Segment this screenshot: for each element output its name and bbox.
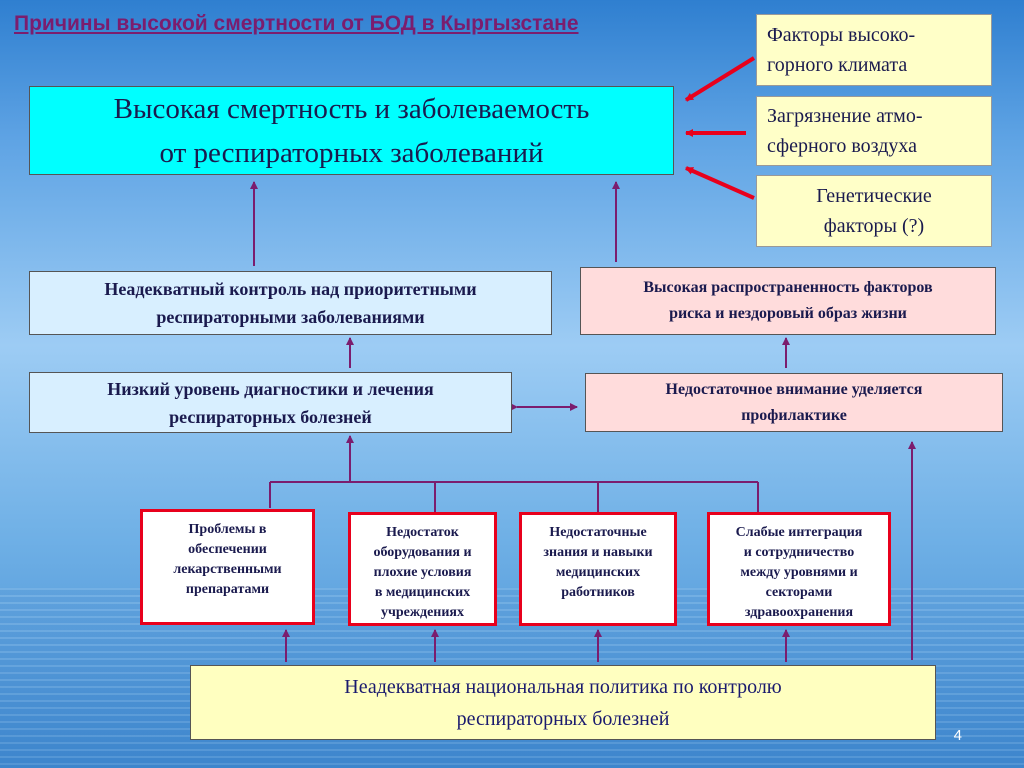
cause-text-equipment: Недостаток оборудования и плохие условия… bbox=[373, 525, 472, 620]
factor-genetic-box: Генетические факторы (?) bbox=[756, 175, 992, 247]
risk-factors-text: Высокая распространенность факторов риск… bbox=[643, 279, 933, 322]
low-diagnostics-text: Низкий уровень диагностики и лечения рес… bbox=[107, 378, 434, 427]
cause-text-drugs: Проблемы в обеспечении лекарственными пр… bbox=[173, 522, 282, 597]
arrow-climate-to-main bbox=[684, 56, 756, 102]
slide-title: Причины высокой смертности от БОД в Кырг… bbox=[14, 12, 579, 35]
inadequate-control-box: Неадекватный контроль над приоритетными … bbox=[29, 271, 552, 335]
factor-air-box: Загрязнение атмо- сферного воздуха bbox=[756, 96, 992, 166]
risk-factors-box: Высокая распространенность факторов риск… bbox=[580, 267, 996, 335]
main-outcome-text: Высокая смертность и заболеваемость от р… bbox=[113, 92, 590, 169]
cause-box-drugs: Проблемы в обеспечении лекарственными пр… bbox=[140, 509, 315, 625]
national-policy-box: Неадекватная национальная политика по ко… bbox=[190, 665, 936, 740]
prevention-text: Недостаточное внимание уделяется профила… bbox=[665, 380, 923, 424]
factor-air-text: Загрязнение атмо- сферного воздуха bbox=[767, 105, 923, 157]
cause-text-integration: Слабые интеграция и сотрудничество между… bbox=[735, 525, 863, 620]
cause-box-knowledge: Недостаточные знания и навыки медицински… bbox=[519, 512, 677, 626]
inadequate-control-text: Неадекватный контроль над приоритетными … bbox=[104, 279, 477, 327]
low-diagnostics-box: Низкий уровень диагностики и лечения рес… bbox=[29, 372, 512, 433]
cause-box-equipment: Недостаток оборудования и плохие условия… bbox=[348, 512, 497, 626]
arrow-genetic-to-main bbox=[685, 166, 755, 200]
cause-text-knowledge: Недостаточные знания и навыки медицински… bbox=[543, 525, 653, 600]
page-number: 4 bbox=[953, 727, 962, 744]
prevention-box: Недостаточное внимание уделяется профила… bbox=[585, 373, 1003, 432]
factor-genetic-text: Генетические факторы (?) bbox=[816, 185, 932, 237]
national-policy-text: Неадекватная национальная политика по ко… bbox=[344, 675, 782, 730]
main-outcome-box: Высокая смертность и заболеваемость от р… bbox=[29, 86, 674, 175]
factor-climate-text: Факторы высоко- горного климата bbox=[767, 24, 916, 76]
cause-box-integration: Слабые интеграция и сотрудничество между… bbox=[707, 512, 891, 626]
factor-climate-box: Факторы высоко- горного климата bbox=[756, 14, 992, 86]
